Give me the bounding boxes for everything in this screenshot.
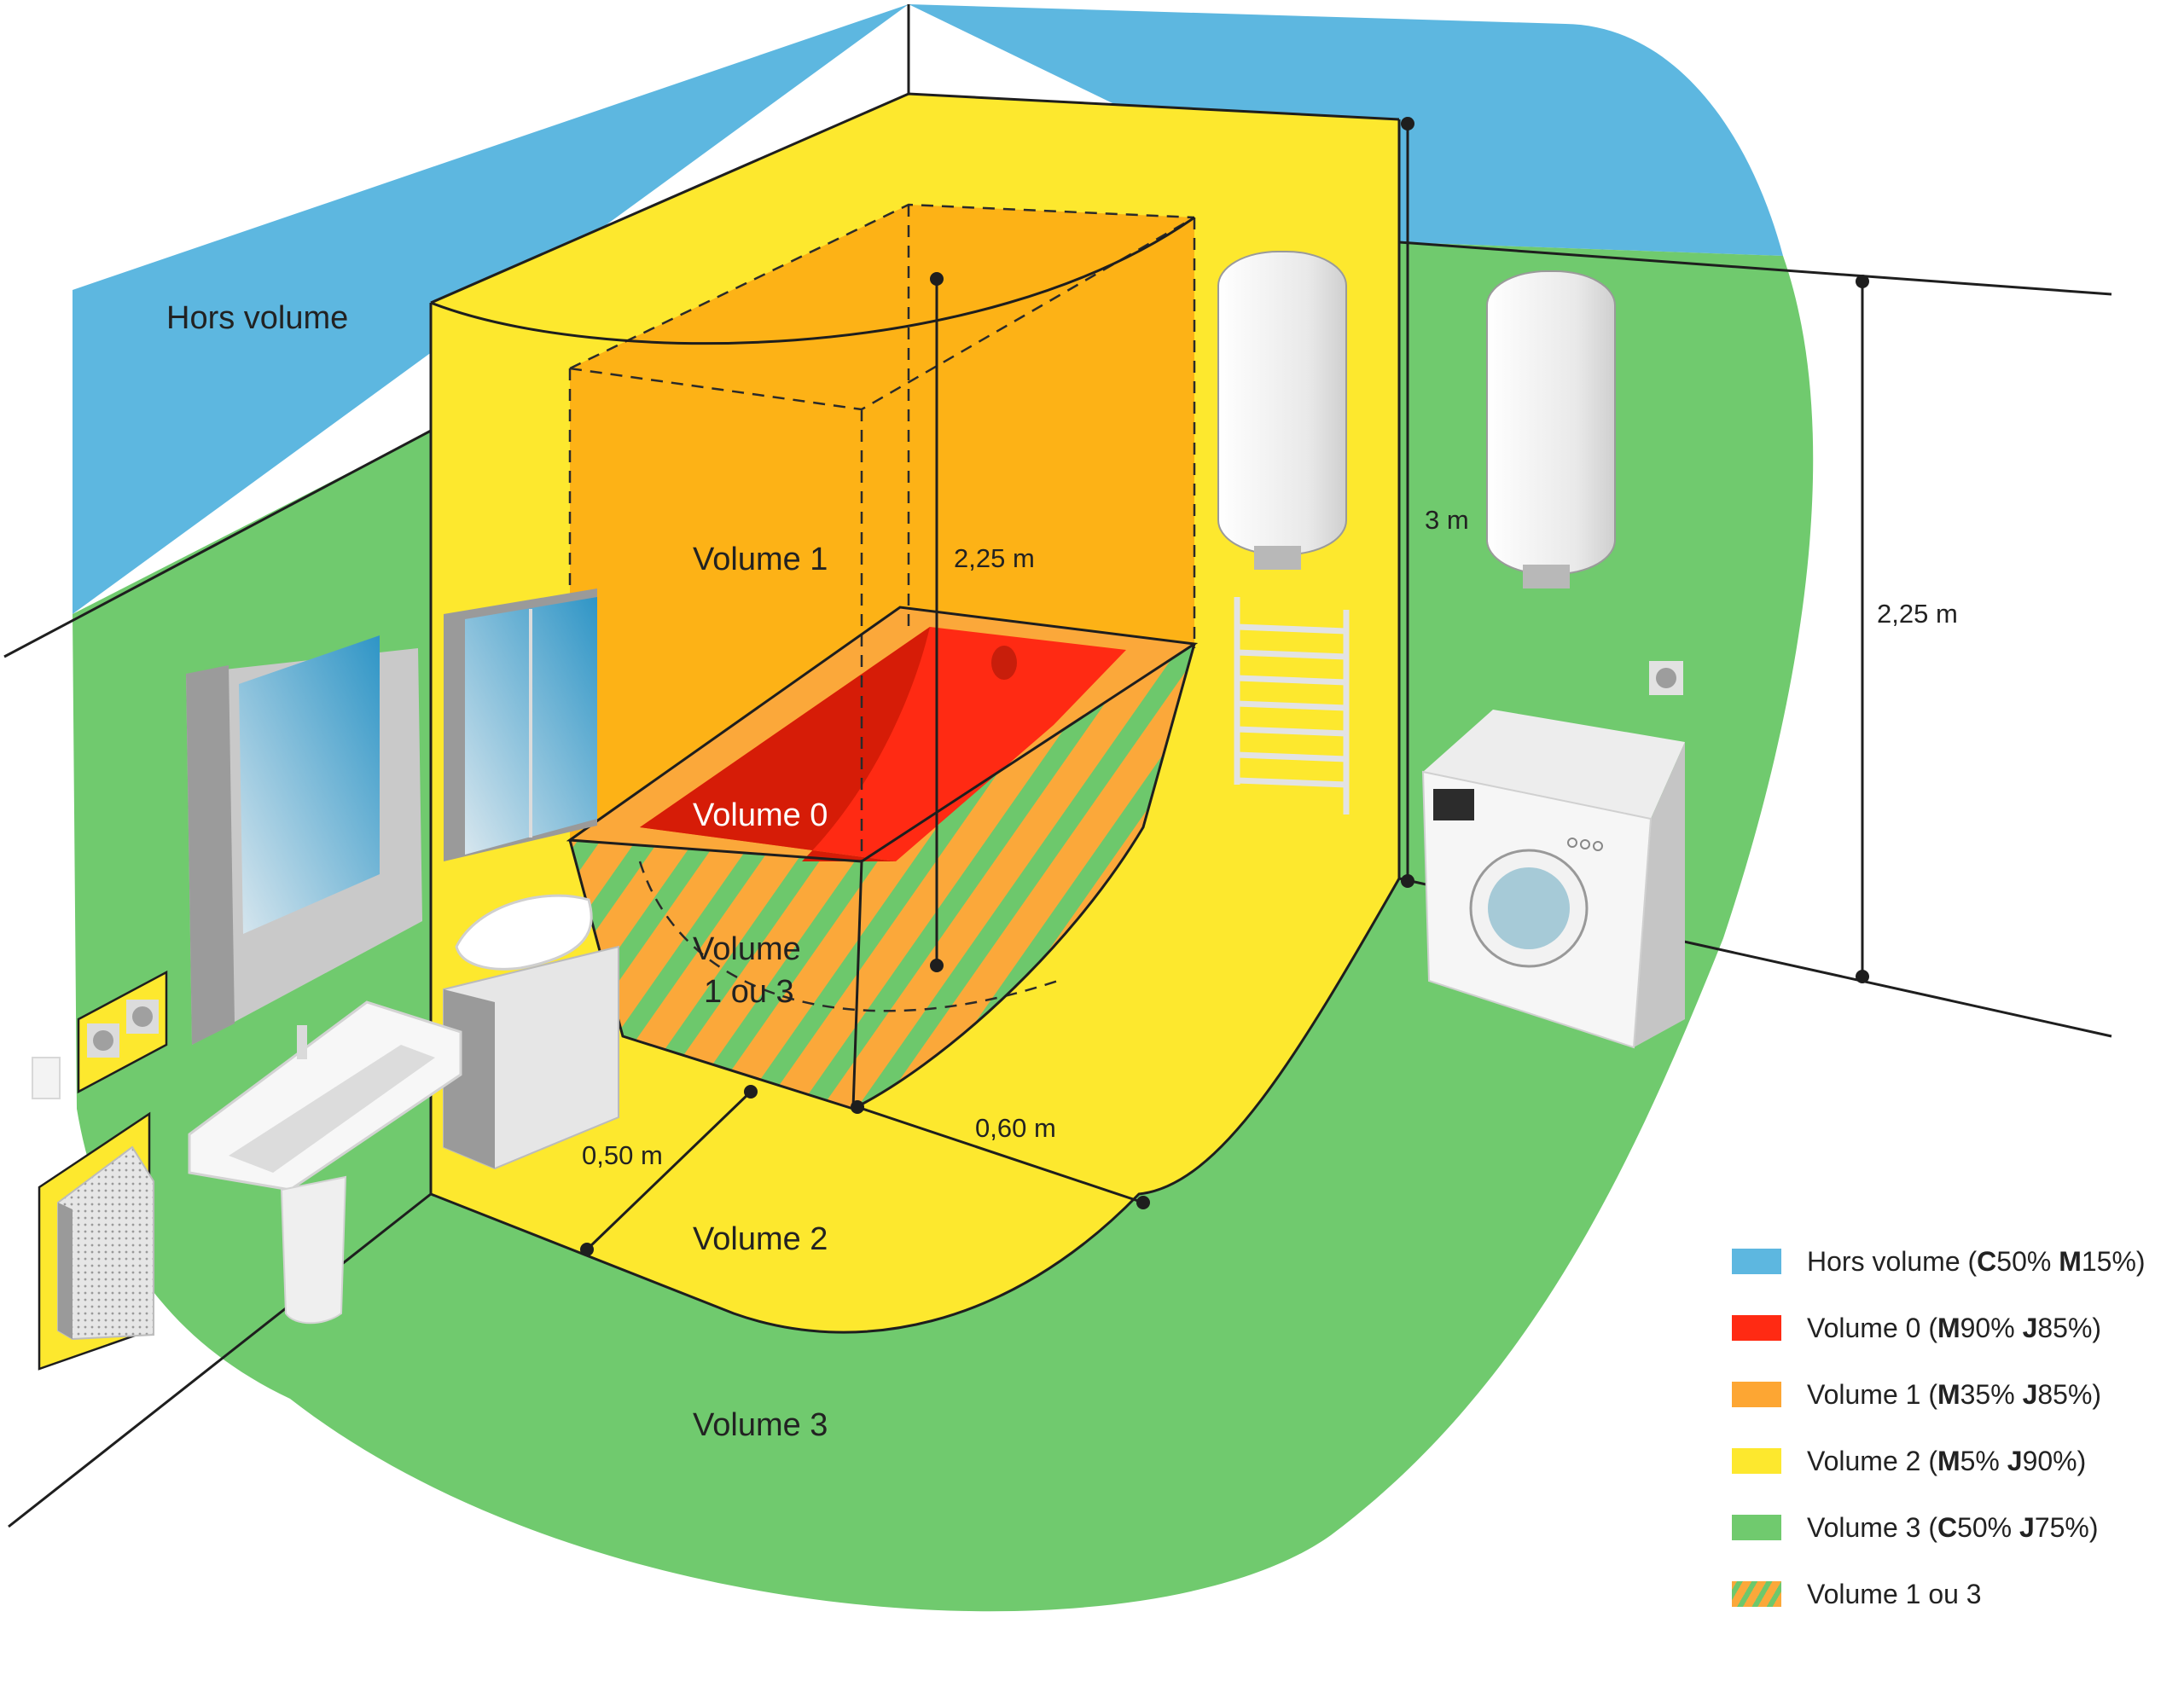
legend-item-hors-volume: Hors volume (C50% M15%) [1732,1228,2175,1295]
dimension-marker [930,272,944,286]
legend-swatch-volume-3 [1732,1515,1781,1540]
label-volume-2: Volume 2 [693,1221,828,1257]
bathtub-outline [566,606,1199,1111]
legend-swatch-volume-1-ou-3 [1732,1581,1781,1607]
legend-label: Volume 2 (M5% J90%) [1807,1445,2087,1476]
wall-socket-icon [1649,661,1683,695]
legend-item-volume-1-ou-3: Volume 1 ou 3 [1732,1561,2175,1627]
dimension-marker [1136,1196,1150,1209]
pedestal-sink-icon [188,1000,462,1325]
light-switch-icon [32,1057,61,1099]
mirror-cabinet-icon [444,588,597,861]
label-dimension-width-side: 0,50 m [582,1140,663,1170]
legend-label: Volume 3 (C50% J75%) [1807,1511,2099,1543]
towel-radiator-icon [1234,597,1350,815]
dimension-marker [930,959,944,972]
volume-1-arc [430,216,1195,345]
legend-swatch-volume-2 [1732,1448,1781,1474]
legend-label: Volume 0 (M90% J85%) [1807,1312,2102,1343]
label-dimension-volume-3-height: 2,25 m [1877,599,1958,629]
label-hors-volume: Hors volume [166,300,348,336]
dimension-marker [1401,874,1414,888]
dimension-marker [744,1085,758,1099]
legend: Hors volume (C50% M15%) Volume 0 (M90% J… [1732,1228,2175,1627]
vanity-basin-icon [443,894,619,1170]
wall-line-right-top [1398,241,2112,296]
dimension-marker [851,1100,864,1114]
water-heater-icon [1486,270,1616,588]
legend-label: Volume 1 ou 3 [1807,1578,1982,1609]
washing-machine-icon [1421,710,1685,1049]
legend-item-volume-0: Volume 0 (M90% J85%) [1732,1295,2175,1361]
legend-item-volume-3: Volume 3 (C50% J75%) [1732,1494,2175,1561]
label-volume-1-ou-3-line1: Volume [693,931,801,967]
dimension-marker [580,1243,594,1256]
wall-floor-line-left-low [8,1192,432,1528]
volume-1-floor-arc [638,861,1059,1012]
legend-swatch-volume-1 [1732,1382,1781,1407]
bathtub-side-long [853,644,1194,1109]
dimension-line-width-front [857,1105,1144,1204]
double-wall-socket-icon [77,970,168,1094]
zone-volume-0-shade [640,627,930,861]
label-dimension-volume-1-height: 2,25 m [954,543,1035,573]
label-volume-3: Volume 3 [693,1407,828,1443]
volume-2-floor-edge [430,878,1401,1334]
legend-item-volume-2: Volume 2 (M5% J90%) [1732,1428,2175,1494]
legend-swatch-volume-0 [1732,1315,1781,1341]
volume-2-top-edge [430,92,1400,304]
legend-label: Volume 1 (M35% J85%) [1807,1378,2102,1410]
legend-item-volume-1: Volume 1 (M35% J85%) [1732,1361,2175,1428]
label-volume-1-ou-3-line2: 1 ou 3 [704,974,794,1010]
dimension-marker [1856,970,1869,983]
bathtub-drain-icon [991,646,1017,680]
wall-heater-icon [38,1111,154,1371]
label-volume-1: Volume 1 [693,542,828,577]
water-heater-icon [1217,251,1347,570]
legend-swatch-hors-volume [1732,1249,1781,1274]
label-dimension-width-front: 0,60 m [975,1113,1056,1143]
dimension-marker [1856,275,1869,288]
dimension-marker [1401,117,1414,130]
mirror-icon [186,635,422,1045]
label-volume-0: Volume 0 [693,797,828,833]
label-dimension-volume-2-height: 3 m [1425,505,1469,535]
legend-label: Hors volume (C50% M15%) [1807,1245,2146,1277]
wall-floor-line-left [3,429,432,658]
dimension-line-width-side [585,1090,752,1251]
